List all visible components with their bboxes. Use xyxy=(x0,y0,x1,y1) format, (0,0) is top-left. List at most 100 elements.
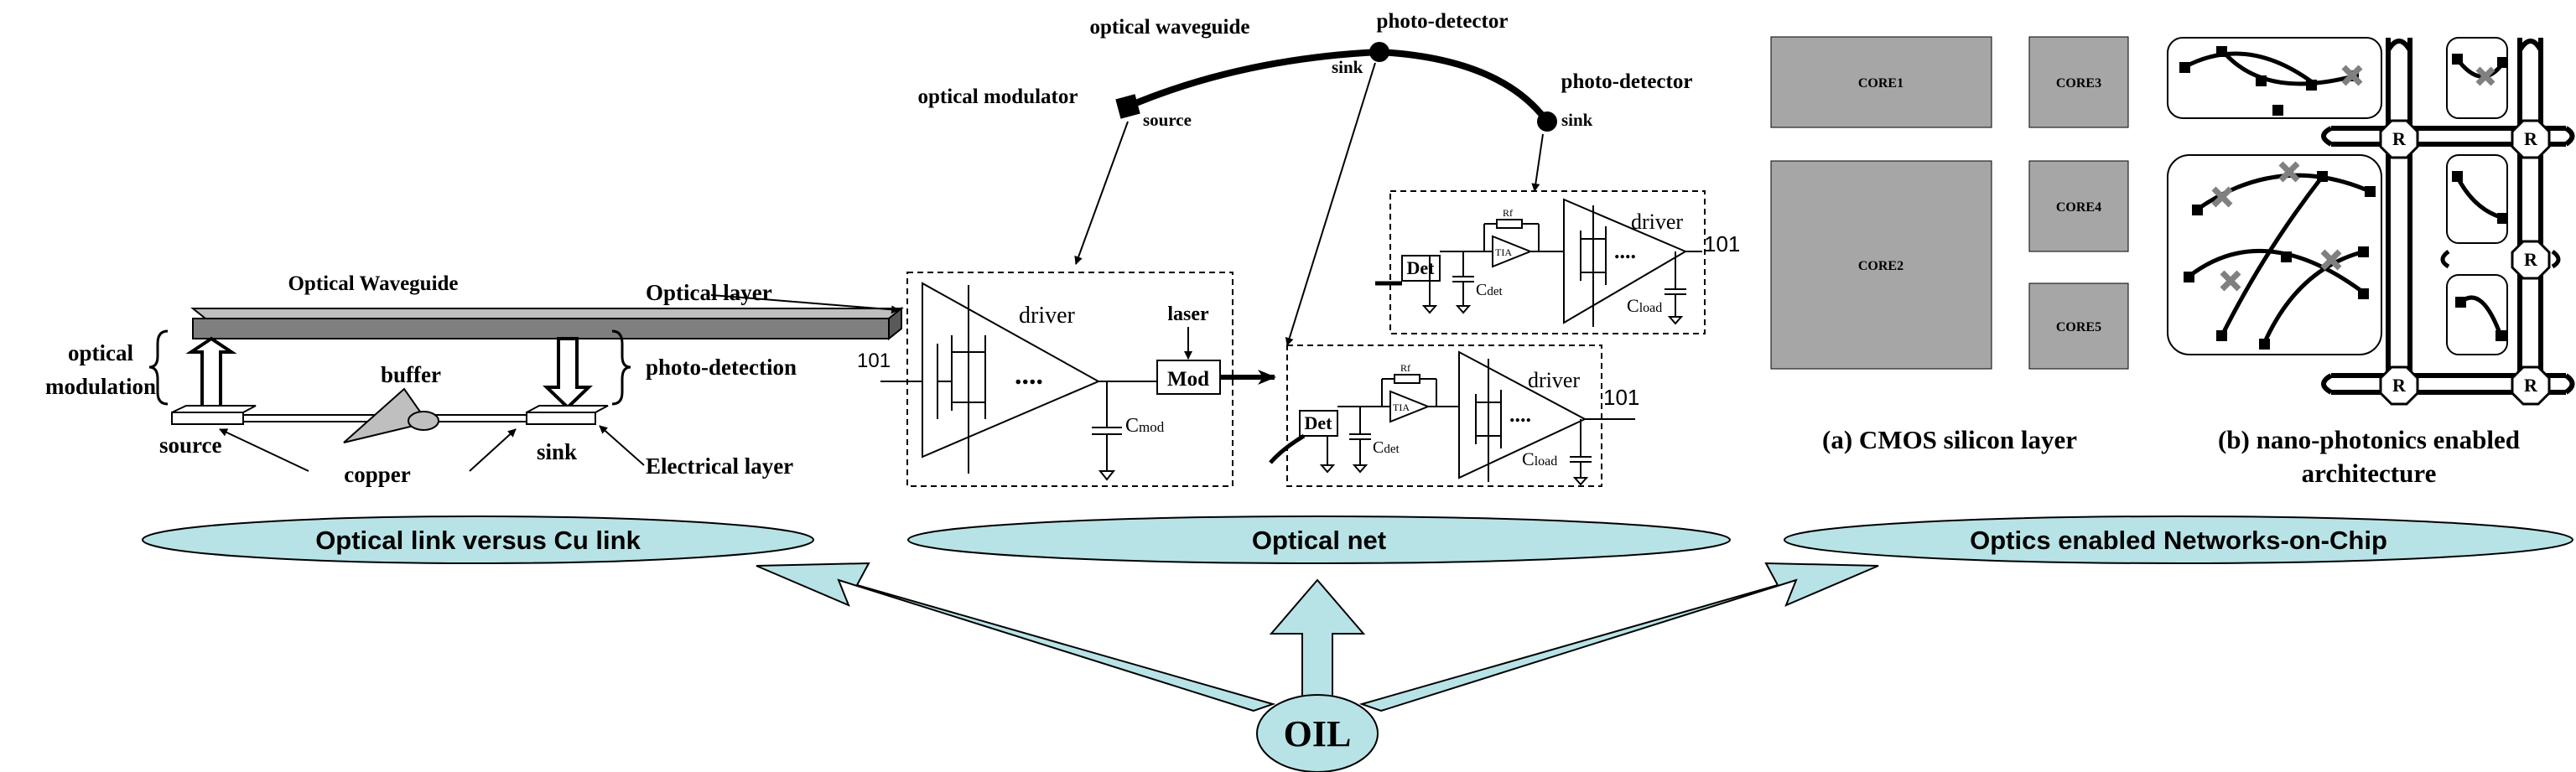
caption-b-line1: (b) nano-photonics enabled xyxy=(2218,425,2520,454)
driver-left-transistors xyxy=(937,285,986,474)
core2[interactable] xyxy=(1770,160,1992,370)
label-rf-lower: Rf xyxy=(1400,362,1410,374)
label-source: source xyxy=(159,433,222,458)
photonic-nodes xyxy=(2179,46,2508,350)
modulation-arrow xyxy=(185,336,237,414)
label-tia-lower: TIA xyxy=(1393,402,1410,413)
label-optical: optical xyxy=(68,340,133,365)
label-det-lower: Det xyxy=(1305,412,1333,433)
core5[interactable] xyxy=(2028,282,2129,370)
core4-label: CORE4 xyxy=(2056,200,2101,215)
det-box-lower xyxy=(1299,410,1338,437)
label-photo-detection: photo-detection xyxy=(646,355,797,380)
oil-arrows xyxy=(756,562,1879,712)
label-optical-waveguide: Optical Waveguide xyxy=(288,272,458,295)
sink-pad xyxy=(526,405,609,413)
svg-text:R: R xyxy=(2524,128,2538,149)
label-cload-lower: Cload xyxy=(1522,448,1557,469)
label-rf-upper: Rf xyxy=(1503,207,1513,219)
core1[interactable] xyxy=(1770,36,1992,128)
routers: R R R R R xyxy=(2379,119,2551,406)
banner-optical-net[interactable]: Optical net xyxy=(907,516,1731,564)
label-out-101-upper: 101 xyxy=(1704,231,1740,256)
driver-triangle-lower xyxy=(1458,350,1587,479)
label-source-net: source xyxy=(1143,110,1192,130)
label-electrical-layer: Electrical layer xyxy=(646,453,793,479)
label-cload-upper: Cload xyxy=(1627,295,1662,316)
receiver-box-upper xyxy=(1389,190,1706,334)
label-photo-detector-right: photo-detector xyxy=(1561,70,1693,93)
arrow-middle xyxy=(1269,578,1366,703)
svg-text:R: R xyxy=(2524,375,2538,396)
optical-layer-pointer xyxy=(710,294,900,314)
banner-optical-link[interactable]: Optical link versus Cu link xyxy=(142,516,814,564)
svg-text:R: R xyxy=(2392,128,2407,149)
left-brace xyxy=(148,329,169,406)
right-brace xyxy=(611,329,631,406)
label-sink-mid: sink xyxy=(1332,57,1363,77)
driver-triangle-upper xyxy=(1563,198,1688,324)
driver-triangle-left xyxy=(922,282,1101,459)
caption-b-line2: architecture xyxy=(2302,459,2437,488)
electrical-layer-pointer xyxy=(599,425,645,466)
router-4[interactable] xyxy=(2379,365,2419,406)
label-optical-modulator: optical modulator xyxy=(918,85,1078,108)
optical-net-diagram: optical waveguide photo-detector photo-d… xyxy=(857,10,1740,487)
noc-diagram: CORE1 CORE2 CORE3 CORE4 CORE5 (a) CMOS s… xyxy=(1770,36,2575,488)
label-mod: Mod xyxy=(1167,368,1209,391)
router-1[interactable] xyxy=(2379,119,2419,159)
driver-box-left xyxy=(906,272,1233,487)
driver-left-dots: .... xyxy=(1015,360,1043,391)
copper-pointer-right xyxy=(469,428,517,472)
rf-lower xyxy=(1394,374,1420,384)
svg-text:R: R xyxy=(2524,249,2538,270)
svg-text:R: R xyxy=(2392,375,2407,396)
waveguide-bar xyxy=(192,318,890,339)
router-5[interactable] xyxy=(2511,365,2551,406)
receiver-box-lower xyxy=(1286,345,1602,487)
label-laser: laser xyxy=(1167,303,1209,325)
label-input-101: 101 xyxy=(857,350,891,372)
label-copper: copper xyxy=(344,462,411,487)
optical-link-diagram: Optical Waveguide Optical layer optical … xyxy=(45,272,904,487)
arrow-right xyxy=(1358,562,1879,712)
core5-label: CORE5 xyxy=(2056,320,2101,334)
banner-optics-noc[interactable]: Optics enabled Networks-on-Chip xyxy=(1784,516,2573,564)
router-3[interactable] xyxy=(2511,240,2551,280)
copper-pointer-left xyxy=(219,428,309,472)
photonic-crossings xyxy=(2211,65,2496,292)
waveguide-top xyxy=(190,308,904,319)
label-sink-right: sink xyxy=(1561,110,1593,130)
buffer-bubble xyxy=(408,411,439,431)
rf-upper xyxy=(1496,219,1523,229)
tia-upper xyxy=(1492,235,1533,268)
router-2[interactable] xyxy=(2511,119,2551,159)
core2-label: CORE2 xyxy=(1858,259,1903,273)
label-out-101-lower: 101 xyxy=(1603,385,1639,410)
label-optical-waveguide-net: optical waveguide xyxy=(1090,16,1250,39)
label-driver-lower: driver xyxy=(1528,368,1580,392)
core1-label: CORE1 xyxy=(1858,76,1903,91)
banner-optical-net-label: Optical net xyxy=(1252,526,1386,555)
label-cmod: Cmod xyxy=(1125,415,1165,437)
detection-arrow xyxy=(543,337,593,410)
label-driver-upper: driver xyxy=(1631,210,1683,234)
oil-node[interactable]: OIL xyxy=(1256,694,1379,772)
buffer-triangle xyxy=(343,387,429,443)
label-photo-detector-top: photo-detector xyxy=(1377,10,1509,33)
photo-detector-top-dot xyxy=(1369,42,1389,62)
label-det-upper: Det xyxy=(1407,257,1436,278)
core3-label: CORE3 xyxy=(2056,76,2101,91)
label-tia-upper: TIA xyxy=(1495,246,1512,258)
arrow-left xyxy=(756,562,1276,712)
photonic-network xyxy=(2167,37,2575,395)
label-buffer: buffer xyxy=(381,362,441,387)
svg-text:....: .... xyxy=(1509,402,1531,427)
core4[interactable] xyxy=(2028,160,2129,252)
banner-optics-noc-label: Optics enabled Networks-on-Chip xyxy=(1970,526,2387,555)
label-modulation: modulation xyxy=(45,374,156,399)
det-box-upper xyxy=(1401,255,1441,282)
core3[interactable] xyxy=(2028,36,2129,128)
oil-label: OIL xyxy=(1284,713,1352,754)
